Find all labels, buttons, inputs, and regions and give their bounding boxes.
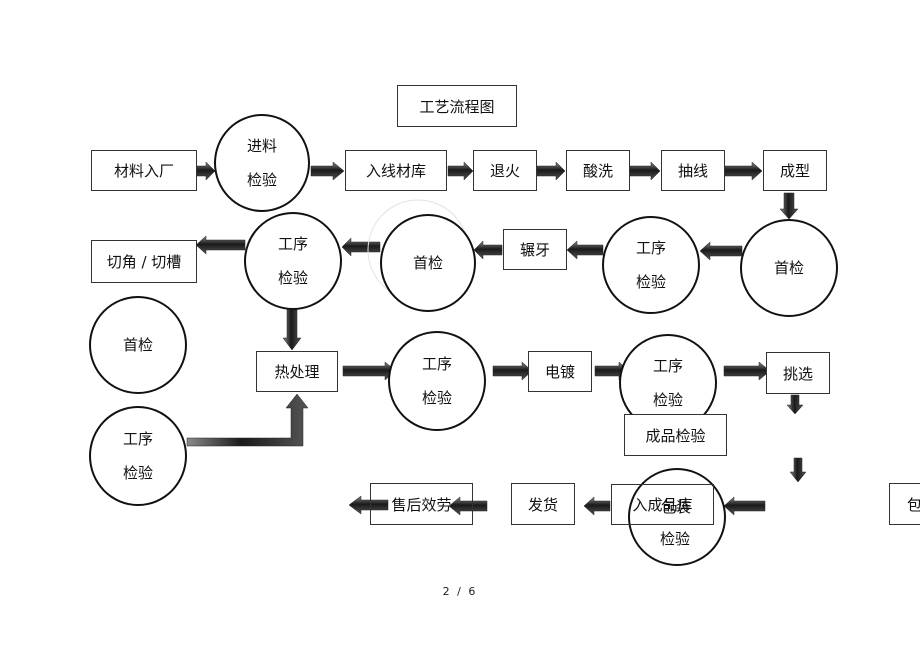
circle-process-inspection-left: 工序 检验: [89, 406, 187, 506]
arrow-forming-down: [779, 192, 799, 220]
node-thread-rolling: 辗牙: [503, 229, 567, 270]
arrow-sorting-down: [786, 394, 804, 415]
node-heat-treatment: 热处理: [256, 351, 338, 392]
node-material-in: 材料入厂: [91, 150, 197, 191]
packing-inspection-label: 检验: [660, 530, 691, 548]
arrow-rolling-to-first-inspect: [473, 240, 503, 260]
node-sorting: 挑选: [766, 352, 830, 394]
circle-process-inspection-row2-right: 工序 检验: [602, 216, 700, 314]
circle-first-inspection-right: 首检: [740, 219, 838, 317]
arrow-to-packing-inspect: [723, 496, 766, 516]
node-pickling: 酸洗: [566, 150, 630, 191]
circle-process-inspection-row3: 工序 检验: [388, 331, 486, 431]
circle-label-top: 工序: [421, 355, 452, 373]
arrow-wire-store-to-annealing: [447, 161, 474, 181]
arrow-shipping-to-aftersales: [448, 496, 488, 516]
circle-label-bottom: 检验: [421, 389, 452, 407]
circle-first-inspection-middle: 首检: [380, 214, 476, 312]
circle-label: 首检: [773, 259, 804, 277]
circle-label-bottom: 检验: [122, 464, 153, 482]
node-packing-cut: 包: [889, 483, 920, 525]
node-cutting-grooving: 切角 / 切槽: [91, 240, 197, 283]
node-wire-store: 入线材库: [345, 150, 447, 191]
arrow-left-inspect-to-heat-elbow: [186, 393, 309, 447]
arrow-first-inspect-to-process-inspect: [699, 241, 743, 261]
arrow-process-inspect-to-cutting: [195, 235, 246, 255]
circle-incoming-inspection: 进料 检验: [214, 114, 310, 212]
circle-label-top: 工序: [122, 430, 153, 448]
packing-label: 包装: [661, 498, 692, 516]
arrow-process-inspect-to-rolling: [566, 240, 604, 260]
circle-label: 首检: [412, 254, 443, 272]
arrow-first-inspect-to-process-inspect-2: [341, 237, 381, 257]
arrow-pickling-to-drawing: [629, 161, 661, 181]
circle-label-bottom: 检验: [277, 269, 308, 287]
node-annealing: 退火: [473, 150, 537, 191]
arrow-incoming-to-wire-store: [310, 161, 345, 181]
arrow-aftersales-out: [348, 495, 389, 515]
circle-label: 首检: [122, 336, 153, 354]
node-plating: 电镀: [528, 351, 592, 392]
node-aftersales-service: 售后效劳: [370, 483, 473, 525]
circle-process-inspection-row2-left: 工序 检验: [244, 212, 342, 310]
circle-label-top: 工序: [277, 235, 308, 253]
node-final-inspection: 成品检验: [624, 414, 727, 456]
arrow-annealing-to-pickling: [536, 161, 566, 181]
circle-label-top: 进料: [246, 137, 277, 155]
node-wire-drawing: 抽线: [661, 150, 725, 191]
node-forming: 成型: [763, 150, 827, 191]
arrow-process-inspect-to-sorting: [723, 361, 771, 381]
arrow-sorting-down-2: [789, 457, 807, 483]
circle-label-top: 工序: [635, 239, 666, 257]
arrow-material-to-incoming: [196, 161, 216, 181]
circle-label-bottom: 检验: [652, 391, 683, 409]
page-number: 2 / 6: [442, 585, 478, 598]
circle-label-top: 工序: [652, 357, 683, 375]
diagram-title: 工艺流程图: [397, 85, 517, 127]
circle-label-bottom: 检验: [635, 273, 666, 291]
node-shipping: 发货: [511, 483, 575, 525]
arrow-drawing-to-forming: [724, 161, 763, 181]
circle-first-inspection-left: 首检: [89, 296, 187, 394]
arrow-warehouse-to-shipping: [583, 496, 611, 516]
arrow-process-inspect-to-plating: [492, 361, 533, 381]
node-finished-warehouse: 入成品库: [611, 484, 714, 525]
circle-label-bottom: 检验: [246, 171, 277, 189]
